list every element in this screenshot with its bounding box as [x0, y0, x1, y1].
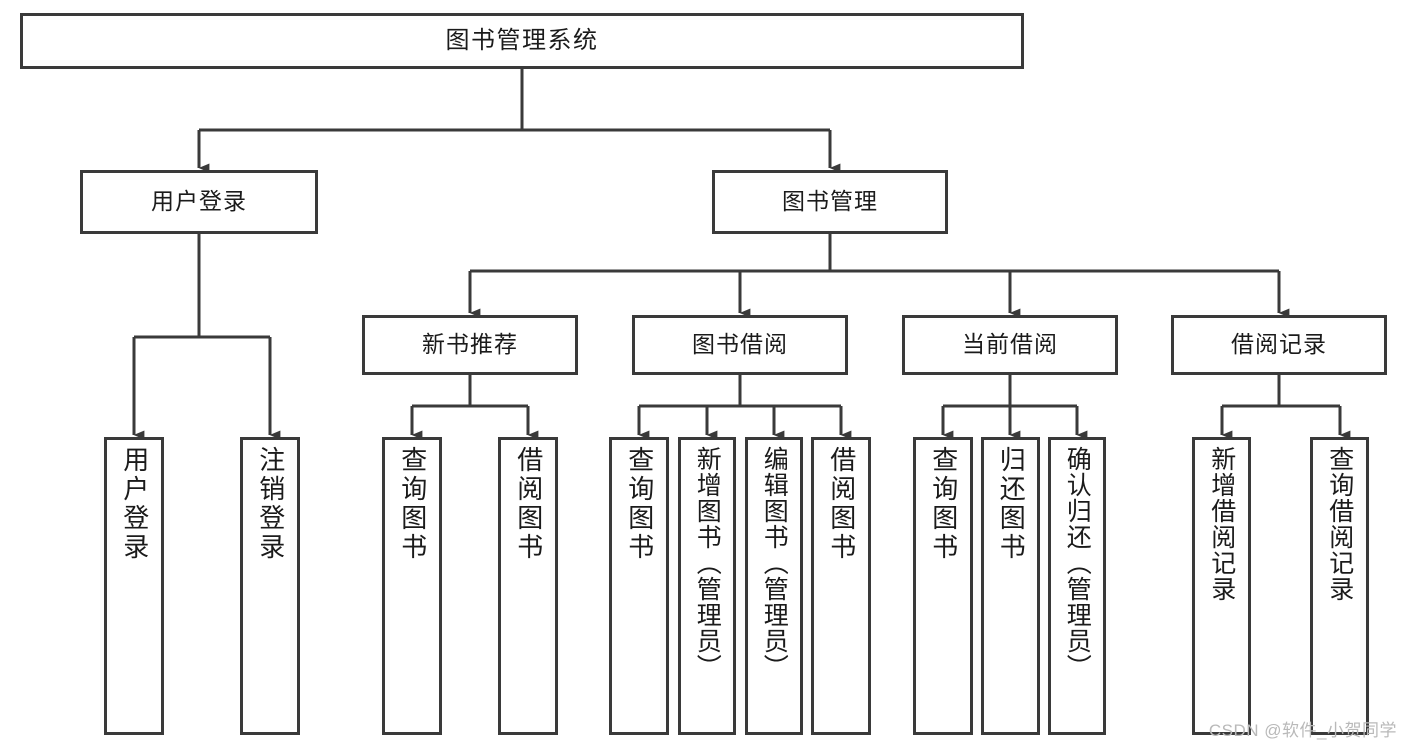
- node-label: 当前借阅: [962, 331, 1058, 358]
- node-label: 查询图书: [397, 446, 428, 562]
- leaf-current-borrow-return[interactable]: 归还图书: [981, 437, 1040, 735]
- node-root-system[interactable]: 图书管理系统: [20, 13, 1024, 69]
- leaf-user-login-logout[interactable]: 注销登录: [240, 437, 300, 735]
- node-user-login[interactable]: 用户登录: [80, 170, 318, 234]
- node-label: 查询图书: [928, 446, 959, 562]
- node-label: 查询图书: [624, 446, 655, 562]
- node-label: 图书借阅: [692, 331, 788, 358]
- node-label: 用户登录: [151, 188, 247, 215]
- leaf-book-borrow-add[interactable]: 新增图书（管理员）: [678, 437, 736, 735]
- leaf-borrow-record-query[interactable]: 查询借阅记录: [1310, 437, 1369, 735]
- node-label: 借阅记录: [1231, 331, 1327, 358]
- node-book-management[interactable]: 图书管理: [712, 170, 948, 234]
- node-label: 新书推荐: [422, 331, 518, 358]
- node-label: 借阅图书: [826, 446, 857, 562]
- node-book-borrow[interactable]: 图书借阅: [632, 315, 848, 375]
- leaf-book-borrow-borrow[interactable]: 借阅图书: [811, 437, 871, 735]
- node-label: 用户登录: [119, 446, 150, 562]
- node-label: 注销登录: [255, 446, 286, 562]
- leaf-new-book-query[interactable]: 查询图书: [382, 437, 442, 735]
- leaf-current-borrow-query[interactable]: 查询图书: [913, 437, 973, 735]
- leaf-user-login-login[interactable]: 用户登录: [104, 437, 164, 735]
- leaf-book-borrow-edit[interactable]: 编辑图书（管理员）: [745, 437, 803, 735]
- node-label: 图书管理系统: [445, 26, 599, 54]
- node-label: 确认归还（管理员）: [1063, 446, 1092, 680]
- node-current-borrow[interactable]: 当前借阅: [902, 315, 1118, 375]
- node-label: 编辑图书（管理员）: [760, 446, 789, 680]
- leaf-new-book-borrow[interactable]: 借阅图书: [498, 437, 558, 735]
- leaf-book-borrow-query[interactable]: 查询图书: [609, 437, 669, 735]
- watermark: CSDN @软件_小贺同学: [1208, 721, 1397, 740]
- leaf-current-borrow-confirm-return[interactable]: 确认归还（管理员）: [1048, 437, 1106, 735]
- node-label: 查询借阅记录: [1325, 446, 1354, 602]
- node-new-book-recommend[interactable]: 新书推荐: [362, 315, 578, 375]
- node-label: 归还图书: [996, 446, 1027, 562]
- node-label: 新增借阅记录: [1207, 446, 1236, 602]
- leaf-borrow-record-add[interactable]: 新增借阅记录: [1192, 437, 1251, 735]
- node-label: 图书管理: [782, 188, 878, 215]
- node-label: 借阅图书: [513, 446, 544, 562]
- node-borrow-record[interactable]: 借阅记录: [1171, 315, 1387, 375]
- node-label: 新增图书（管理员）: [693, 446, 722, 680]
